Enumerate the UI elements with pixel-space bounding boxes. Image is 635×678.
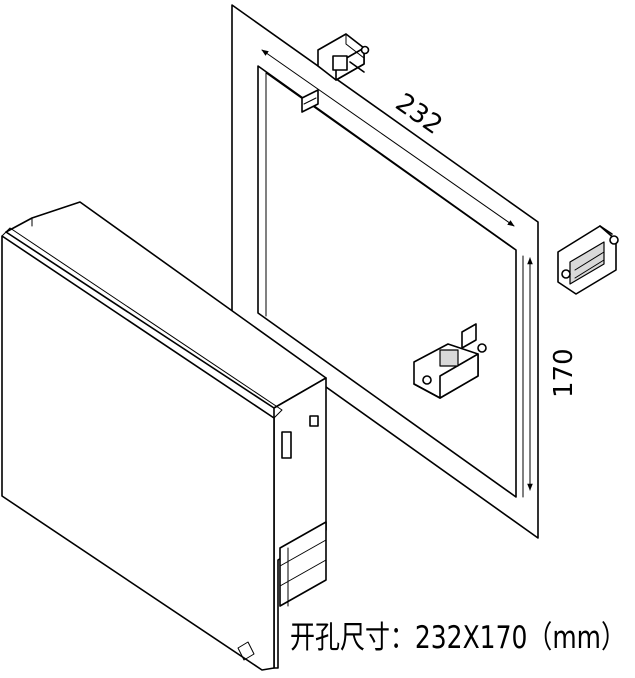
device-front-face (1, 235, 275, 671)
height-dimension-label: 170 (549, 348, 579, 398)
height-dimension: 170 (527, 257, 579, 491)
device-housing (1, 201, 327, 671)
side-indicator (309, 415, 319, 427)
mounting-bracket-top (301, 33, 370, 113)
cutout-size-caption: 开孔尺寸：232X170（mm） (290, 620, 626, 656)
rear-terminal-block (279, 521, 327, 607)
side-connector-slot (281, 431, 292, 459)
mounting-bracket-middle (413, 323, 487, 399)
mounting-bracket-right (557, 225, 619, 295)
